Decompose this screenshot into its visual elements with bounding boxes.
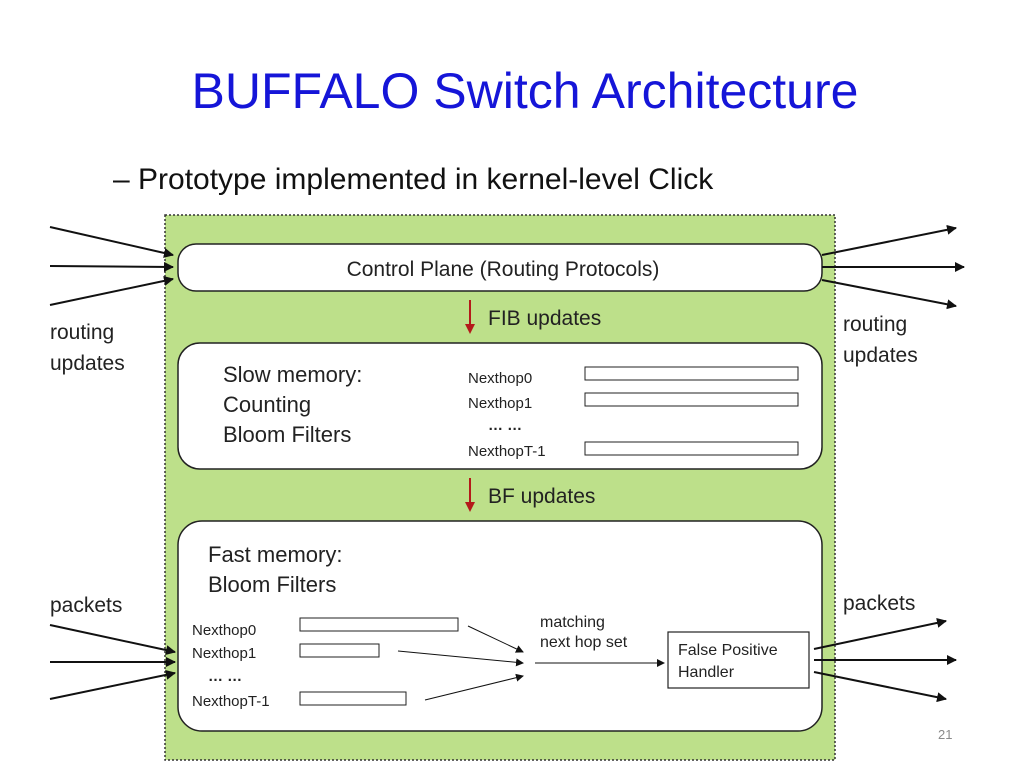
- match-arrow-1: [397, 650, 524, 667]
- fast-nexthop-0-bar: [299, 617, 459, 632]
- packets-left-label: packets: [50, 594, 122, 617]
- fast-nexthop-last-bar: [299, 691, 407, 706]
- routing-out-arrow-3: [821, 279, 957, 310]
- fast-nexthop-0: Nexthop0: [192, 622, 256, 639]
- fast-memory-box: [177, 520, 823, 732]
- fast-nexthop-ellipsis: … …: [208, 668, 242, 685]
- fast-memory-line-1: Fast memory:: [208, 542, 342, 567]
- slide-subtitle: – Prototype implemented in kernel-level …: [113, 163, 714, 196]
- routing-updates-left-1: routing: [50, 321, 114, 344]
- slow-nexthop-ellipsis: … …: [488, 417, 522, 434]
- slow-nexthop-0: Nexthop0: [468, 370, 532, 387]
- routing-in-arrow-1: [49, 226, 174, 258]
- routing-out-arrow-1: [821, 224, 957, 256]
- slow-memory-line-3: Bloom Filters: [223, 422, 351, 447]
- slow-nexthop-1-bar: [584, 392, 799, 407]
- slow-nexthop-0-bar: [584, 366, 799, 381]
- slow-nexthop-last-bar: [584, 441, 799, 456]
- match-arrow-last: [424, 673, 524, 701]
- packet-out-arrow-3: [813, 671, 947, 703]
- routing-updates-right-1: routing: [843, 313, 907, 336]
- slow-nexthop-last: NexthopT-1: [468, 443, 546, 460]
- bf-updates-label: BF updates: [488, 485, 595, 508]
- packet-in-arrow-1: [49, 624, 176, 655]
- slide-number: 21: [938, 727, 953, 742]
- routing-updates-left-2: updates: [50, 352, 125, 375]
- fast-memory-line-2: Bloom Filters: [208, 572, 336, 597]
- slow-nexthop-1: Nexthop1: [468, 395, 532, 412]
- matching-line-2: next hop set: [540, 634, 628, 651]
- fp-handler-line-1: False Positive: [678, 642, 778, 659]
- packet-out-arrow-1: [813, 617, 947, 650]
- fast-nexthop-last: NexthopT-1: [192, 693, 270, 710]
- slow-memory-line-2: Counting: [223, 392, 311, 417]
- control-plane-label: Control Plane (Routing Protocols): [347, 258, 660, 281]
- slow-memory-line-1: Slow memory:: [223, 362, 362, 387]
- routing-updates-right-2: updates: [843, 344, 918, 367]
- routing-in-arrow-3: [49, 275, 174, 306]
- fib-updates-label: FIB updates: [488, 307, 601, 330]
- fast-nexthop-1: Nexthop1: [192, 645, 256, 662]
- fast-nexthop-1-bar: [299, 643, 380, 658]
- packet-in-arrow-3: [49, 669, 176, 700]
- packets-right-label: packets: [843, 592, 915, 615]
- matching-line-1: matching: [540, 614, 605, 631]
- slide-title: BUFFALO Switch Architecture: [191, 63, 859, 119]
- match-arrow-0: [467, 625, 524, 653]
- routing-in-arrow-2: [49, 261, 174, 272]
- fp-handler-line-2: Handler: [678, 664, 735, 681]
- false-positive-handler-box: [667, 631, 810, 689]
